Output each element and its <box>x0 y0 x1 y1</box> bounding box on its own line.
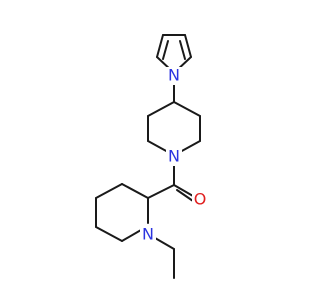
bond-upper-c2-n <box>147 140 169 153</box>
bond-n-ethyl-ch2 <box>154 237 175 250</box>
bond-pyrrole-c4-c5-inner <box>179 40 186 60</box>
atom-n-pyrrole: N <box>166 66 182 85</box>
bond-pyrrole-c2-c3-inner <box>162 40 169 60</box>
atom-label-o-carbonyl: O <box>194 190 207 209</box>
atom-n-piperidine-top: N <box>166 147 182 166</box>
bond-upper-c4-c3 <box>147 101 175 117</box>
bond-pyrrole-c2-c3 <box>156 34 164 58</box>
bond-carbonyl-double-outer <box>173 184 194 197</box>
upper-piperidine-ring <box>147 101 201 153</box>
bond-carbonyl-to-piperidine <box>147 184 175 199</box>
atom-o-carbonyl: O <box>192 190 208 209</box>
atom-label-n-piperidine-bottom: N <box>142 225 154 244</box>
bond-upper-n-c6 <box>179 140 201 153</box>
bond-lower-c3-c4 <box>95 183 123 199</box>
atom-label-n-pyrrole: N <box>168 66 180 85</box>
bond-pyrrole-c4-c5 <box>184 34 192 58</box>
bond-carbonyl-double-inner <box>176 189 194 202</box>
bond-lower-c2-c3 <box>121 183 149 199</box>
lower-piperidine-ring <box>95 183 149 242</box>
molecule-structure-diagram: N N O N <box>95 34 208 279</box>
pyrrole-ring <box>156 34 192 73</box>
bond-lower-c6-n <box>121 229 142 242</box>
bond-lower-c5-c6 <box>95 226 123 242</box>
bond-upper-c5-c4 <box>173 101 201 117</box>
atom-n-piperidine-bottom: N <box>140 225 156 244</box>
atom-label-n-piperidine-top: N <box>168 147 180 166</box>
